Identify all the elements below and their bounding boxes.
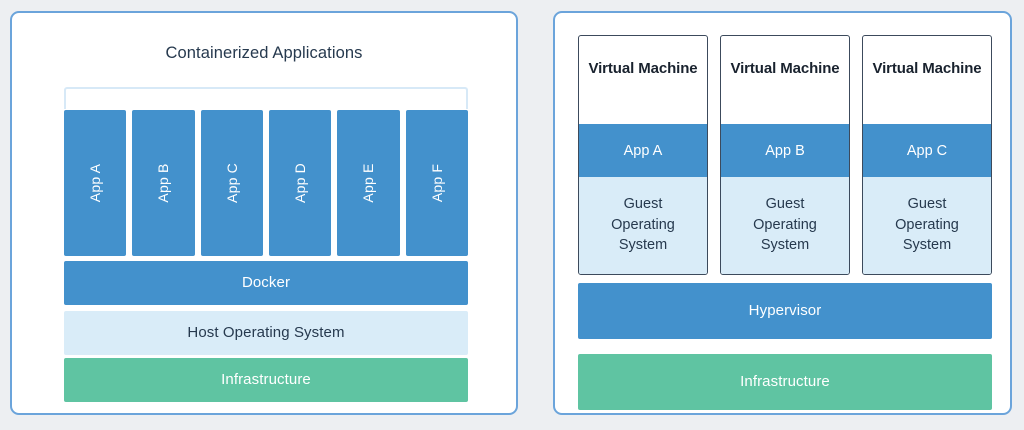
- virtual-machine-title: Virtual Machine: [588, 60, 698, 77]
- host-operating-system-label: Host Operating System: [187, 323, 345, 341]
- container-app-label: App F: [428, 163, 445, 203]
- containers-panel-title: Containerized Applications: [165, 44, 363, 62]
- infrastructure-layer-vms: Infrastructure: [578, 354, 992, 410]
- virtual-machine-app-label: App C: [863, 124, 991, 177]
- containers-panel: Containerized Applications App A App B A…: [10, 11, 518, 415]
- guest-operating-system-label: Guest Operating System: [863, 177, 991, 274]
- container-app-label: App E: [360, 163, 377, 203]
- virtual-machines-panel: Virtual Machine App A Guest Operating Sy…: [553, 11, 1012, 415]
- virtual-machine-title: Virtual Machine: [872, 60, 982, 77]
- infrastructure-label-vms: Infrastructure: [740, 372, 830, 390]
- container-app-label: App A: [87, 163, 104, 203]
- container-app-box: App B: [132, 110, 195, 256]
- guest-operating-system-label: Guest Operating System: [579, 177, 707, 274]
- virtual-machine-app-label: App B: [721, 124, 849, 177]
- container-app-box: App F: [405, 110, 468, 256]
- virtual-machine-box: Virtual Machine App A Guest Operating Sy…: [578, 35, 708, 275]
- guest-operating-system-label: Guest Operating System: [721, 177, 849, 274]
- docker-layer: Docker: [64, 261, 468, 305]
- virtual-machine-row: Virtual Machine App A Guest Operating Sy…: [578, 35, 992, 275]
- container-app-box: App D: [268, 110, 332, 256]
- infrastructure-layer-containers: Infrastructure: [64, 358, 468, 402]
- hypervisor-layer: Hypervisor: [578, 283, 992, 339]
- container-app-label: App B: [155, 163, 172, 203]
- container-app-label: App C: [223, 163, 240, 203]
- docker-layer-label: Docker: [241, 273, 291, 291]
- virtual-machine-box: Virtual Machine App C Guest Operating Sy…: [862, 35, 992, 275]
- host-operating-system-layer: Host Operating System: [64, 311, 468, 355]
- infrastructure-label-containers: Infrastructure: [221, 370, 311, 388]
- container-app-label: App D: [292, 163, 309, 203]
- container-app-box: App C: [200, 110, 263, 256]
- containers-bracket: [64, 87, 468, 109]
- virtual-machine-box: Virtual Machine App B Guest Operating Sy…: [720, 35, 850, 275]
- virtual-machine-title: Virtual Machine: [730, 60, 840, 77]
- virtual-machine-app-label: App A: [579, 124, 707, 177]
- container-app-box: App E: [337, 110, 400, 256]
- hypervisor-layer-label: Hypervisor: [748, 301, 822, 319]
- container-app-box: App A: [64, 110, 127, 256]
- container-app-columns: App A App B App C App D App E App F: [64, 110, 468, 256]
